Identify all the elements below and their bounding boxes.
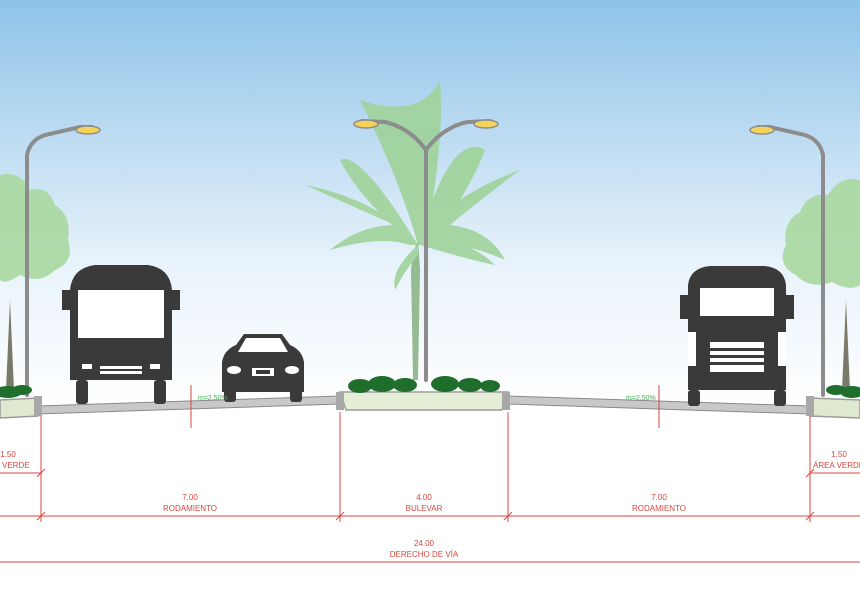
dim-left-green-value: 1.50 (0, 450, 16, 459)
dim-right-lanes-label: RODAMIENTO (632, 504, 686, 513)
dim-left-lanes-value: 7.00 (182, 493, 198, 502)
dim-total-label: DERECHO DE VÍA (390, 550, 459, 559)
dimension-lines (0, 412, 860, 563)
lamp-light-center-right (473, 119, 499, 129)
slope-marker-right: m=2.50% (626, 385, 660, 428)
dim-median-label: BULEVAR (406, 504, 443, 513)
street-lamp-icon (756, 125, 825, 397)
slope-label-right: m=2.50% (626, 395, 656, 402)
lamp-light-left (75, 125, 101, 135)
street-lamp-icon (360, 119, 492, 382)
dim-total-value: 24.00 (414, 539, 435, 548)
car-icon (222, 334, 304, 402)
lamp-light-right (749, 125, 775, 135)
dim-right-green-label: ÁREA VERDE (813, 461, 860, 470)
shrubs (0, 376, 860, 398)
dim-left-green-label: ÁREA VERDE (0, 461, 30, 470)
street-lamp-icon (25, 125, 94, 397)
truck-icon (680, 266, 794, 406)
slope-label-left: m=2.50% (198, 395, 228, 402)
bus-icon (62, 265, 180, 404)
dim-right-lanes-value: 7.00 (651, 493, 667, 502)
slope-marker-left: m=2.50% (190, 385, 228, 428)
lamp-light-center-left (353, 119, 379, 129)
dim-left-lanes-label: RODAMIENTO (163, 504, 217, 513)
tree-icon (0, 174, 70, 390)
dim-right-green-value: 1.50 (831, 450, 847, 459)
dim-median-value: 4.00 (416, 493, 432, 502)
